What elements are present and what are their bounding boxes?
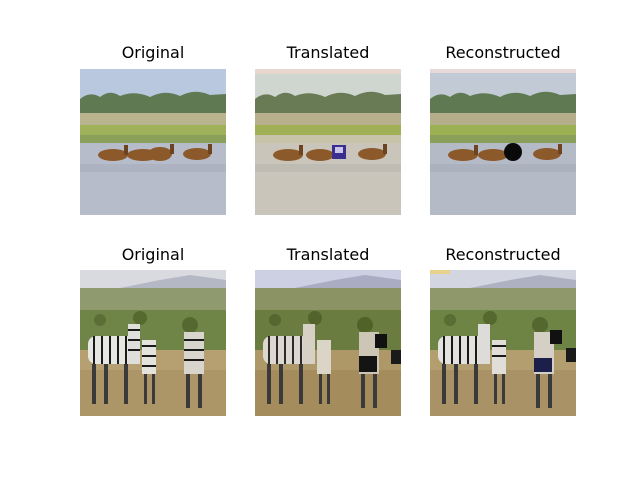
row1-reconstructed-title: Reconstructed [445,43,561,62]
row2-reconstructed-title: Reconstructed [445,245,561,264]
row2-original-image [80,270,226,416]
row1-original-image [80,69,226,215]
row1-translated-image [255,69,401,215]
row2-translated-title: Translated [286,245,370,264]
row2-reconstructed-image [430,270,576,416]
row1-translated-title: Translated [286,43,370,62]
row2-original-title: Original [121,245,185,264]
row1-reconstructed-image [430,69,576,215]
row2-translated-image [255,270,401,416]
row1-original-title: Original [121,43,185,62]
